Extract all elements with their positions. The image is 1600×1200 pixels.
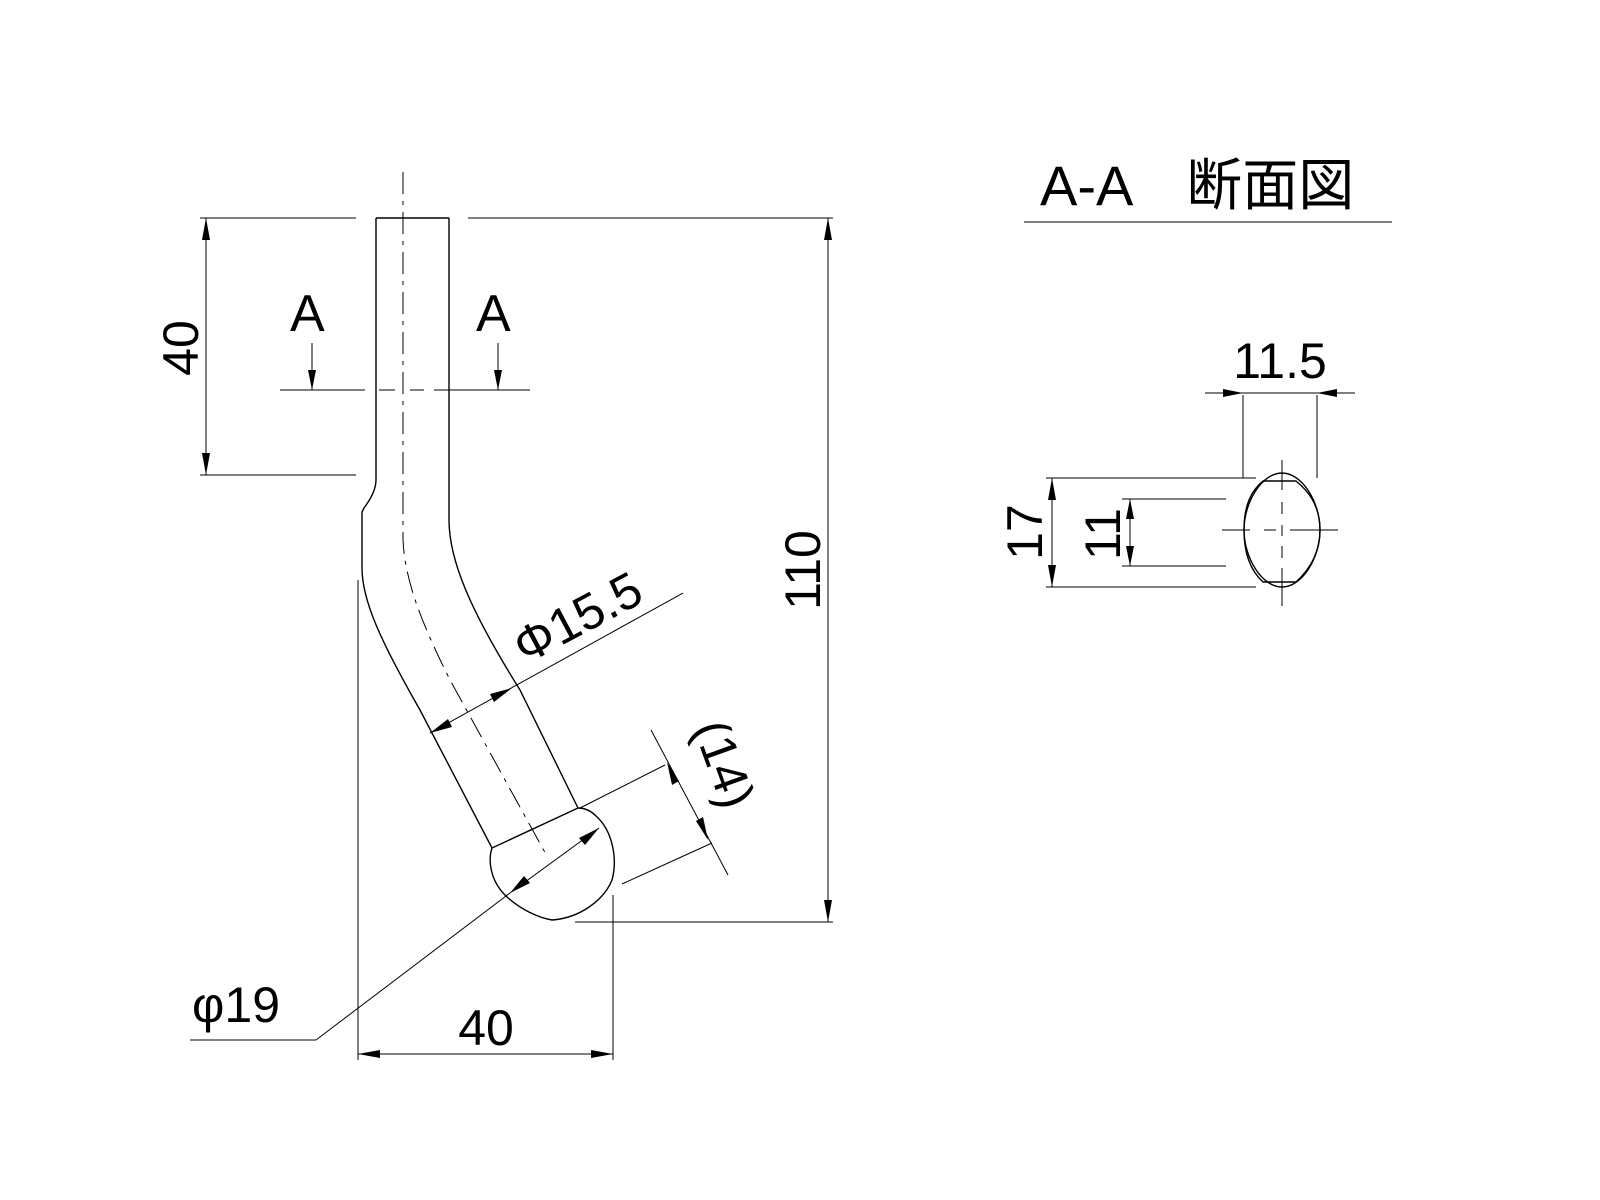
dim-section-outer-height (1046, 477, 1256, 588)
dim-ball-diameter-label: φ19 (192, 977, 280, 1033)
dim-ball-diameter (190, 827, 600, 1041)
section-mark-right: A (476, 285, 511, 343)
dim-section-width-label: 11.5 (1233, 333, 1327, 389)
dim-section-flat-height (1122, 498, 1226, 567)
section-cut-line (280, 343, 530, 391)
dim-horizontal-offset-label: 40 (458, 1000, 514, 1056)
dim-section-outer-height-label: 17 (997, 504, 1053, 560)
dim-section-flat-height-label: 11 (1075, 508, 1131, 560)
center-line (402, 172, 549, 859)
dim-section-width (1205, 389, 1355, 478)
dim-overall-height (468, 217, 833, 923)
section-title: A-A 断面図 (1040, 154, 1354, 217)
dim-ball-offset (579, 729, 729, 885)
dim-upper-straight (200, 217, 356, 476)
dim-ball-offset-label: (14) (683, 713, 766, 816)
section-view (1222, 460, 1338, 606)
section-mark-left: A (290, 285, 325, 343)
dim-horizontal-offset (357, 580, 614, 1060)
part-outline (361, 217, 615, 921)
dim-shaft-diameter-label: Φ15.5 (504, 561, 651, 675)
dim-upper-straight-label: 40 (153, 320, 209, 376)
dim-shaft-diameter (429, 592, 684, 734)
dim-overall-height-label: 110 (775, 530, 831, 610)
